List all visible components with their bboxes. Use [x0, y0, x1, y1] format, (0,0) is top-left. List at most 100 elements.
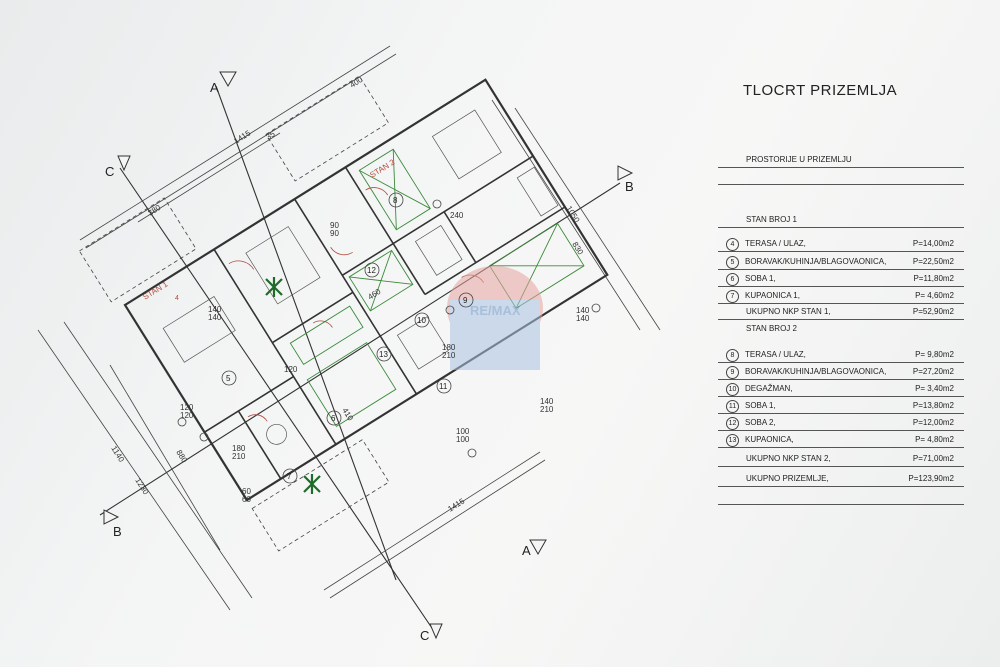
- small-dim: 120: [180, 403, 194, 412]
- total-area: P=71,00m2: [912, 454, 954, 463]
- section-marker-c-bottom: [429, 623, 443, 640]
- axis-label-b-right: B: [625, 179, 634, 194]
- room-row: 5 BORAVAK/KUHINJA/BLAGOVAONICA, P=22,50m2: [718, 255, 964, 270]
- room-number: 10: [417, 316, 426, 325]
- room-row: 12 SOBA 2, P=12,00m2: [718, 416, 964, 431]
- dimension-lines: [37, 45, 661, 611]
- room-name: SOBA 1,: [745, 401, 776, 410]
- dim-right-outer: 830: [570, 240, 585, 257]
- anchor-circles: [177, 199, 601, 458]
- small-dim: 140: [208, 305, 222, 314]
- section-marker-a-top: [219, 71, 237, 88]
- legend-subtitle: PROSTORIJE U PRIZEMLJU: [746, 155, 852, 164]
- room-name: KUPAONICA 1,: [745, 291, 800, 300]
- total-row: UKUPNO NKP STAN 2, P=71,00m2: [718, 452, 964, 467]
- section-heading: STAN BROJ 2: [746, 324, 797, 333]
- section-line-c: [119, 167, 437, 635]
- axis-label-a-top: A: [210, 80, 219, 95]
- room-name: KUPAONICA,: [745, 435, 794, 444]
- total-name: UKUPNO NKP STAN 1,: [746, 307, 831, 316]
- small-dim: 140: [576, 314, 590, 323]
- small-dim: 60: [242, 495, 251, 504]
- total-row: UKUPNO NKP STAN 1, P=52,90m2: [718, 305, 964, 320]
- room-num-badge: 4: [726, 237, 739, 251]
- total-name: UKUPNO NKP STAN 2,: [746, 454, 831, 463]
- dim-left-outer: 1230: [133, 476, 150, 496]
- section-lines: [99, 85, 621, 635]
- room-number: 7: [287, 472, 292, 481]
- room-num-badge: 12: [726, 416, 739, 430]
- room-number: 5: [226, 374, 231, 383]
- room-name: TERASA / ULAZ,: [745, 239, 806, 248]
- stan1-label: STAN 1: [141, 279, 169, 301]
- section-marker-b-right: [617, 165, 634, 181]
- building-outline: [78, 75, 609, 552]
- room-number: 12: [367, 266, 376, 275]
- svg-text:RE/MAX: RE/MAX: [470, 303, 521, 318]
- total-area: P=52,90m2: [912, 307, 954, 316]
- room-number: 6: [331, 414, 336, 423]
- room-num-badge: 6: [726, 272, 739, 286]
- small-dim: 140: [576, 306, 590, 315]
- room-name: SOBA 2,: [745, 418, 776, 427]
- small-dim: 120: [284, 365, 298, 374]
- room-num-badge: 5: [726, 255, 739, 269]
- small-dim: 180: [232, 444, 246, 453]
- room-number: 13: [379, 350, 388, 359]
- legend-spacer-line: [718, 170, 964, 185]
- section-heading-row: STAN BROJ 1: [718, 213, 964, 228]
- room-number-labels: 8 9 10 11 12 13 5 6 7: [226, 196, 468, 481]
- room-numbers: [221, 192, 474, 484]
- room-area: P= 4,60m2: [915, 291, 954, 300]
- section-marker-a-bottom: [529, 539, 547, 556]
- small-dim: 140: [208, 313, 222, 322]
- room-number: 8: [393, 196, 398, 205]
- section-heading-row: STAN BROJ 2: [718, 322, 964, 336]
- small-dim: 60: [242, 487, 251, 496]
- small-dim: 210: [442, 351, 456, 360]
- small-dim: 140: [540, 397, 554, 406]
- legend-title: TLOCRT PRIZEMLJA: [743, 82, 898, 99]
- stan1-ref: 4: [175, 295, 179, 302]
- axis-label-b-left: B: [113, 524, 122, 539]
- room-row: 4 TERASA / ULAZ, P=14,00m2: [718, 237, 964, 252]
- dim-inner-460: 460: [366, 287, 383, 302]
- section-markers: [103, 71, 634, 640]
- room-name: TERASA / ULAZ,: [745, 350, 806, 359]
- room-area: P=14,00m2: [912, 239, 954, 248]
- section-marker-c-top: [117, 155, 131, 172]
- room-area: P=12,00m2: [912, 418, 954, 427]
- remax-watermark: RE/MAX: [447, 266, 543, 370]
- axis-label-c-bottom: C: [420, 628, 429, 643]
- room-area: P=27,20m2: [912, 367, 954, 376]
- room-name: SOBA 1,: [745, 274, 776, 283]
- small-dim: 180: [442, 343, 456, 352]
- room-area: P= 4,80m2: [915, 435, 954, 444]
- dim-bottom-total: 1415: [446, 496, 466, 513]
- dim-top-right: 400: [348, 75, 365, 90]
- room-name: BORAVAK/KUHINJA/BLAGOVAONICA,: [745, 257, 887, 266]
- stan2-label: STAN 2: [368, 157, 396, 179]
- small-dim: 100: [456, 435, 470, 444]
- room-area: P=22,50m2: [912, 257, 954, 266]
- room-num-badge: 10: [726, 382, 739, 396]
- room-area: P=13,80m2: [912, 401, 954, 410]
- room-name: DEGAŽMAN,: [745, 384, 793, 393]
- room-number: 9: [463, 296, 468, 305]
- room-num-badge: 8: [726, 348, 739, 362]
- legend-subtitle-row: PROSTORIJE U PRIZEMLJU: [718, 153, 964, 168]
- small-dim: 90: [330, 221, 339, 230]
- small-dim: 100: [456, 427, 470, 436]
- room-name: BORAVAK/KUHINJA/BLAGOVAONICA,: [745, 367, 887, 376]
- section-heading: STAN BROJ 1: [746, 215, 797, 224]
- small-dim: 120: [180, 411, 194, 420]
- room-num-badge: 9: [726, 365, 739, 379]
- small-dim: 240: [450, 211, 464, 220]
